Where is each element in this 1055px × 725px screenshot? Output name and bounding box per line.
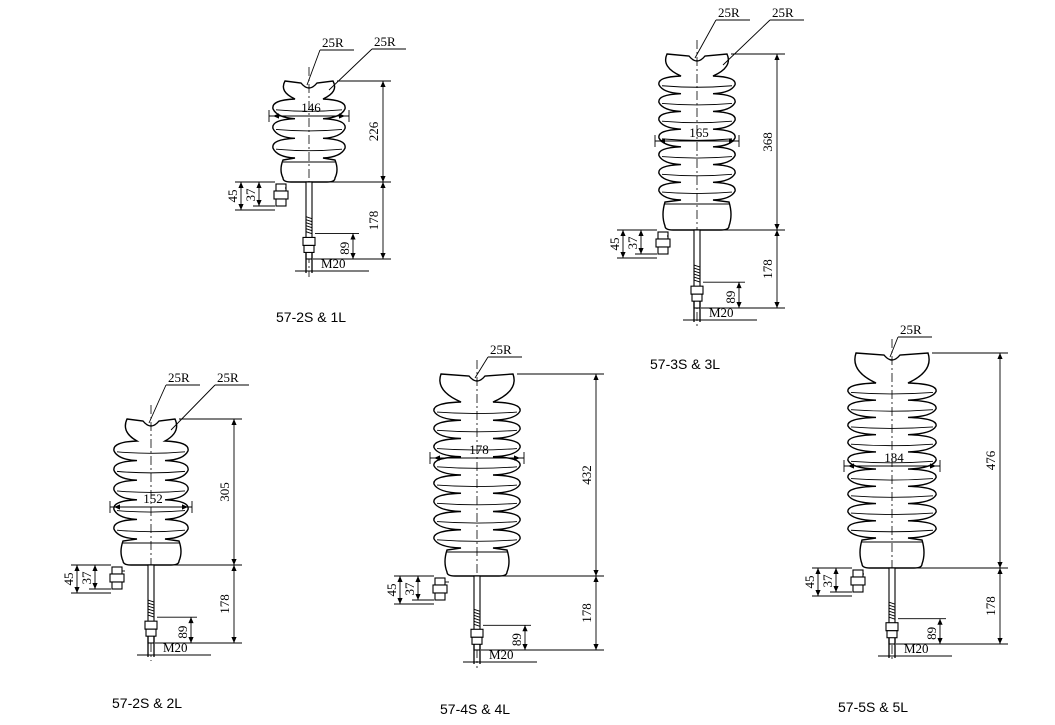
nut-height-dimension: 89 bbox=[509, 633, 524, 646]
pin-nut bbox=[470, 628, 484, 638]
pin-length-dimension: 178 bbox=[366, 211, 381, 231]
bracket-outer-dimension: 45 bbox=[802, 576, 817, 589]
bracket-outer-dimension: 45 bbox=[607, 238, 622, 251]
radius-callout-left: 25R bbox=[718, 5, 740, 20]
pin-length-dimension: 178 bbox=[760, 259, 775, 279]
radius-callout-left: 25R bbox=[490, 342, 512, 357]
thread-callout: M20 bbox=[904, 641, 929, 656]
diameter-dimension: 152 bbox=[143, 491, 163, 506]
pin-length-dimension: 178 bbox=[579, 603, 594, 623]
bracket-outer-dimension: 45 bbox=[225, 190, 240, 203]
pin-nut bbox=[690, 285, 704, 295]
height-dimension: 305 bbox=[217, 482, 232, 502]
radius-callout-right: 25R bbox=[217, 370, 239, 385]
bracket-inner-dimension: 37 bbox=[79, 571, 94, 585]
bracket-outer-dimension: 45 bbox=[61, 573, 76, 586]
pin-nut bbox=[302, 236, 316, 246]
pin-length-dimension: 178 bbox=[983, 596, 998, 616]
radius-callout-right: 25R bbox=[374, 34, 396, 49]
clamp-block bbox=[111, 566, 123, 575]
thread-callout: M20 bbox=[489, 647, 514, 662]
diameter-dimension: 165 bbox=[689, 125, 709, 140]
nut-height-dimension: 89 bbox=[175, 626, 190, 639]
thread-callout: M20 bbox=[709, 305, 734, 320]
diameter-dimension: 146 bbox=[301, 100, 321, 115]
pin-length-dimension: 178 bbox=[217, 594, 232, 614]
thread-callout: M20 bbox=[321, 256, 346, 271]
diameter-dimension: 178 bbox=[469, 442, 489, 457]
radius-callout-left: 25R bbox=[168, 370, 190, 385]
pin-nut bbox=[144, 620, 158, 630]
height-dimension: 226 bbox=[366, 121, 381, 141]
bracket-inner-dimension: 37 bbox=[625, 236, 640, 250]
clamp-block bbox=[852, 569, 864, 578]
thread-callout: M20 bbox=[163, 640, 188, 655]
pin-nut bbox=[885, 622, 899, 632]
clamp-block bbox=[434, 577, 446, 586]
bracket-outer-dimension: 45 bbox=[384, 584, 399, 597]
bracket-inner-dimension: 37 bbox=[402, 582, 417, 596]
height-dimension: 476 bbox=[983, 450, 998, 470]
model-caption: 57-2S & 1L bbox=[276, 309, 346, 325]
bracket-inner-dimension: 37 bbox=[243, 188, 258, 202]
clamp-block bbox=[657, 231, 669, 240]
nut-height-dimension: 89 bbox=[723, 291, 738, 304]
model-caption: 57-3S & 3L bbox=[650, 356, 720, 372]
radius-callout-left: 25R bbox=[322, 35, 344, 50]
diameter-dimension: 184 bbox=[884, 450, 904, 465]
clamp-block bbox=[275, 183, 287, 192]
radius-callout-left: 25R bbox=[900, 322, 922, 337]
model-caption: 57-5S & 5L bbox=[838, 699, 908, 715]
bracket-inner-dimension: 37 bbox=[820, 574, 835, 588]
nut-height-dimension: 89 bbox=[337, 242, 352, 255]
radius-callout-right: 25R bbox=[772, 5, 794, 20]
height-dimension: 368 bbox=[760, 132, 775, 152]
model-caption: 57-2S & 2L bbox=[112, 695, 182, 711]
nut-height-dimension: 89 bbox=[924, 627, 939, 640]
model-caption: 57-4S & 4L bbox=[440, 701, 510, 717]
height-dimension: 432 bbox=[579, 465, 594, 485]
